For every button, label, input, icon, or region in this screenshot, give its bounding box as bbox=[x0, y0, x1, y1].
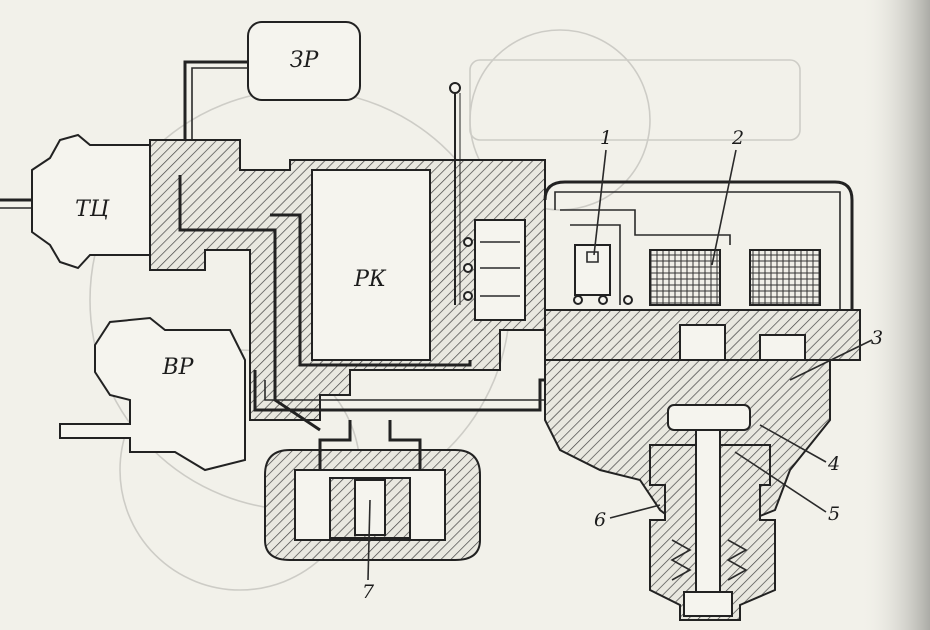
pipe-zr bbox=[183, 60, 248, 175]
valve-vr: ВР bbox=[59, 316, 246, 472]
callout-2: 2 bbox=[731, 127, 744, 149]
callout-1: 1 bbox=[600, 127, 612, 149]
label-tc: ТЦ bbox=[75, 197, 110, 222]
pressure-switch-rod bbox=[449, 82, 526, 321]
callout-7: 7 bbox=[362, 581, 375, 603]
pipe-loop-3-inner bbox=[264, 380, 560, 401]
label-zr: ЗР bbox=[290, 48, 320, 73]
callout-6: 6 bbox=[594, 509, 606, 531]
callout-leaders bbox=[367, 149, 873, 581]
pipe-loop-2 bbox=[270, 213, 472, 367]
pipe-outer-frame bbox=[543, 180, 854, 332]
callout-3: 3 bbox=[871, 327, 883, 349]
paper-shadow bbox=[860, 0, 930, 630]
chamber-rk: РК bbox=[311, 169, 431, 361]
reservoir-zr: ЗР bbox=[247, 21, 361, 101]
valve-7-housing bbox=[264, 420, 481, 561]
callout-5: 5 bbox=[828, 503, 840, 525]
label-rk: РК bbox=[353, 267, 387, 292]
callout-4: 4 bbox=[827, 453, 840, 475]
label-vr: ВР bbox=[162, 355, 195, 380]
brake-cylinder-tc: ТЦ bbox=[0, 133, 161, 270]
relay-valve-stem bbox=[649, 404, 776, 621]
pipe-outer-frame-inner bbox=[554, 191, 841, 320]
